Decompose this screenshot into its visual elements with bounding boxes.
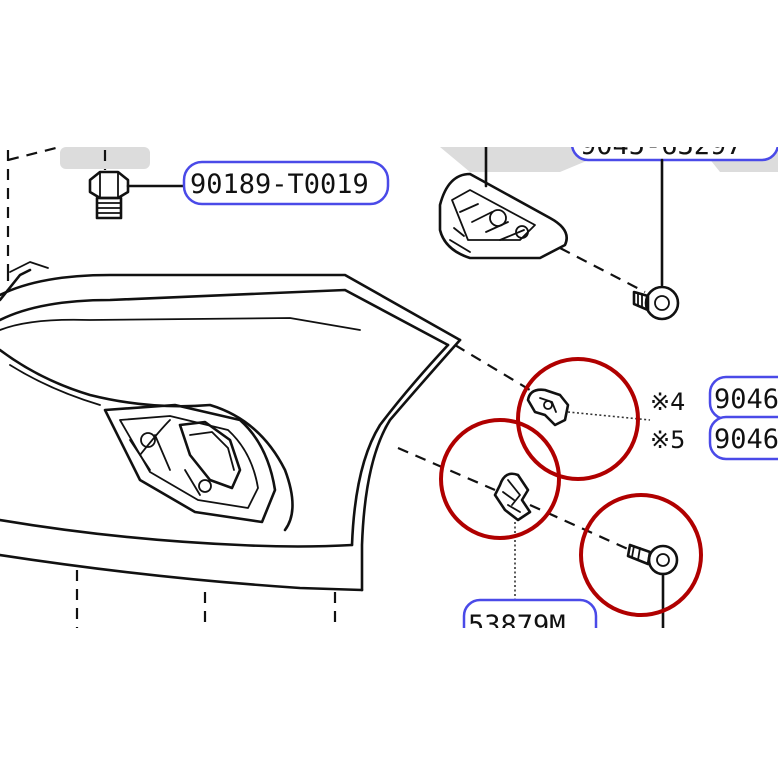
highlight-circle-lower-screw — [579, 493, 703, 617]
guide-lines — [6, 270, 337, 640]
part-label-right-5: 9046 — [708, 415, 778, 461]
bolt-top-left-icon — [6, 145, 186, 270]
part-label-right-4: 9046 — [708, 375, 778, 421]
note-5: ※5 — [650, 426, 685, 454]
screw-top-right-icon — [632, 285, 680, 321]
bottom-margin — [0, 628, 778, 778]
top-margin — [0, 0, 778, 147]
screw-lower-right-icon — [626, 543, 679, 642]
bumper-cover-icon — [0, 261, 462, 592]
highlight-circle-center-clip — [439, 418, 561, 540]
part-label-bolt-top-left: 90189-T0019 — [182, 160, 390, 206]
note-4-text: ※4 — [650, 388, 685, 416]
note-5-text: ※5 — [650, 426, 685, 454]
part-number-right-4: 9046 — [714, 384, 778, 415]
note-4: ※4 — [650, 388, 685, 416]
part-number-right-5: 9046 — [714, 424, 778, 455]
bracket-icon — [438, 145, 568, 260]
highlight-circles — [439, 357, 703, 617]
clip-center-icon — [493, 472, 532, 600]
highlight-circle-upper-clip — [516, 357, 640, 481]
part-number-bolt-top-left: 90189-T0019 — [190, 169, 369, 200]
